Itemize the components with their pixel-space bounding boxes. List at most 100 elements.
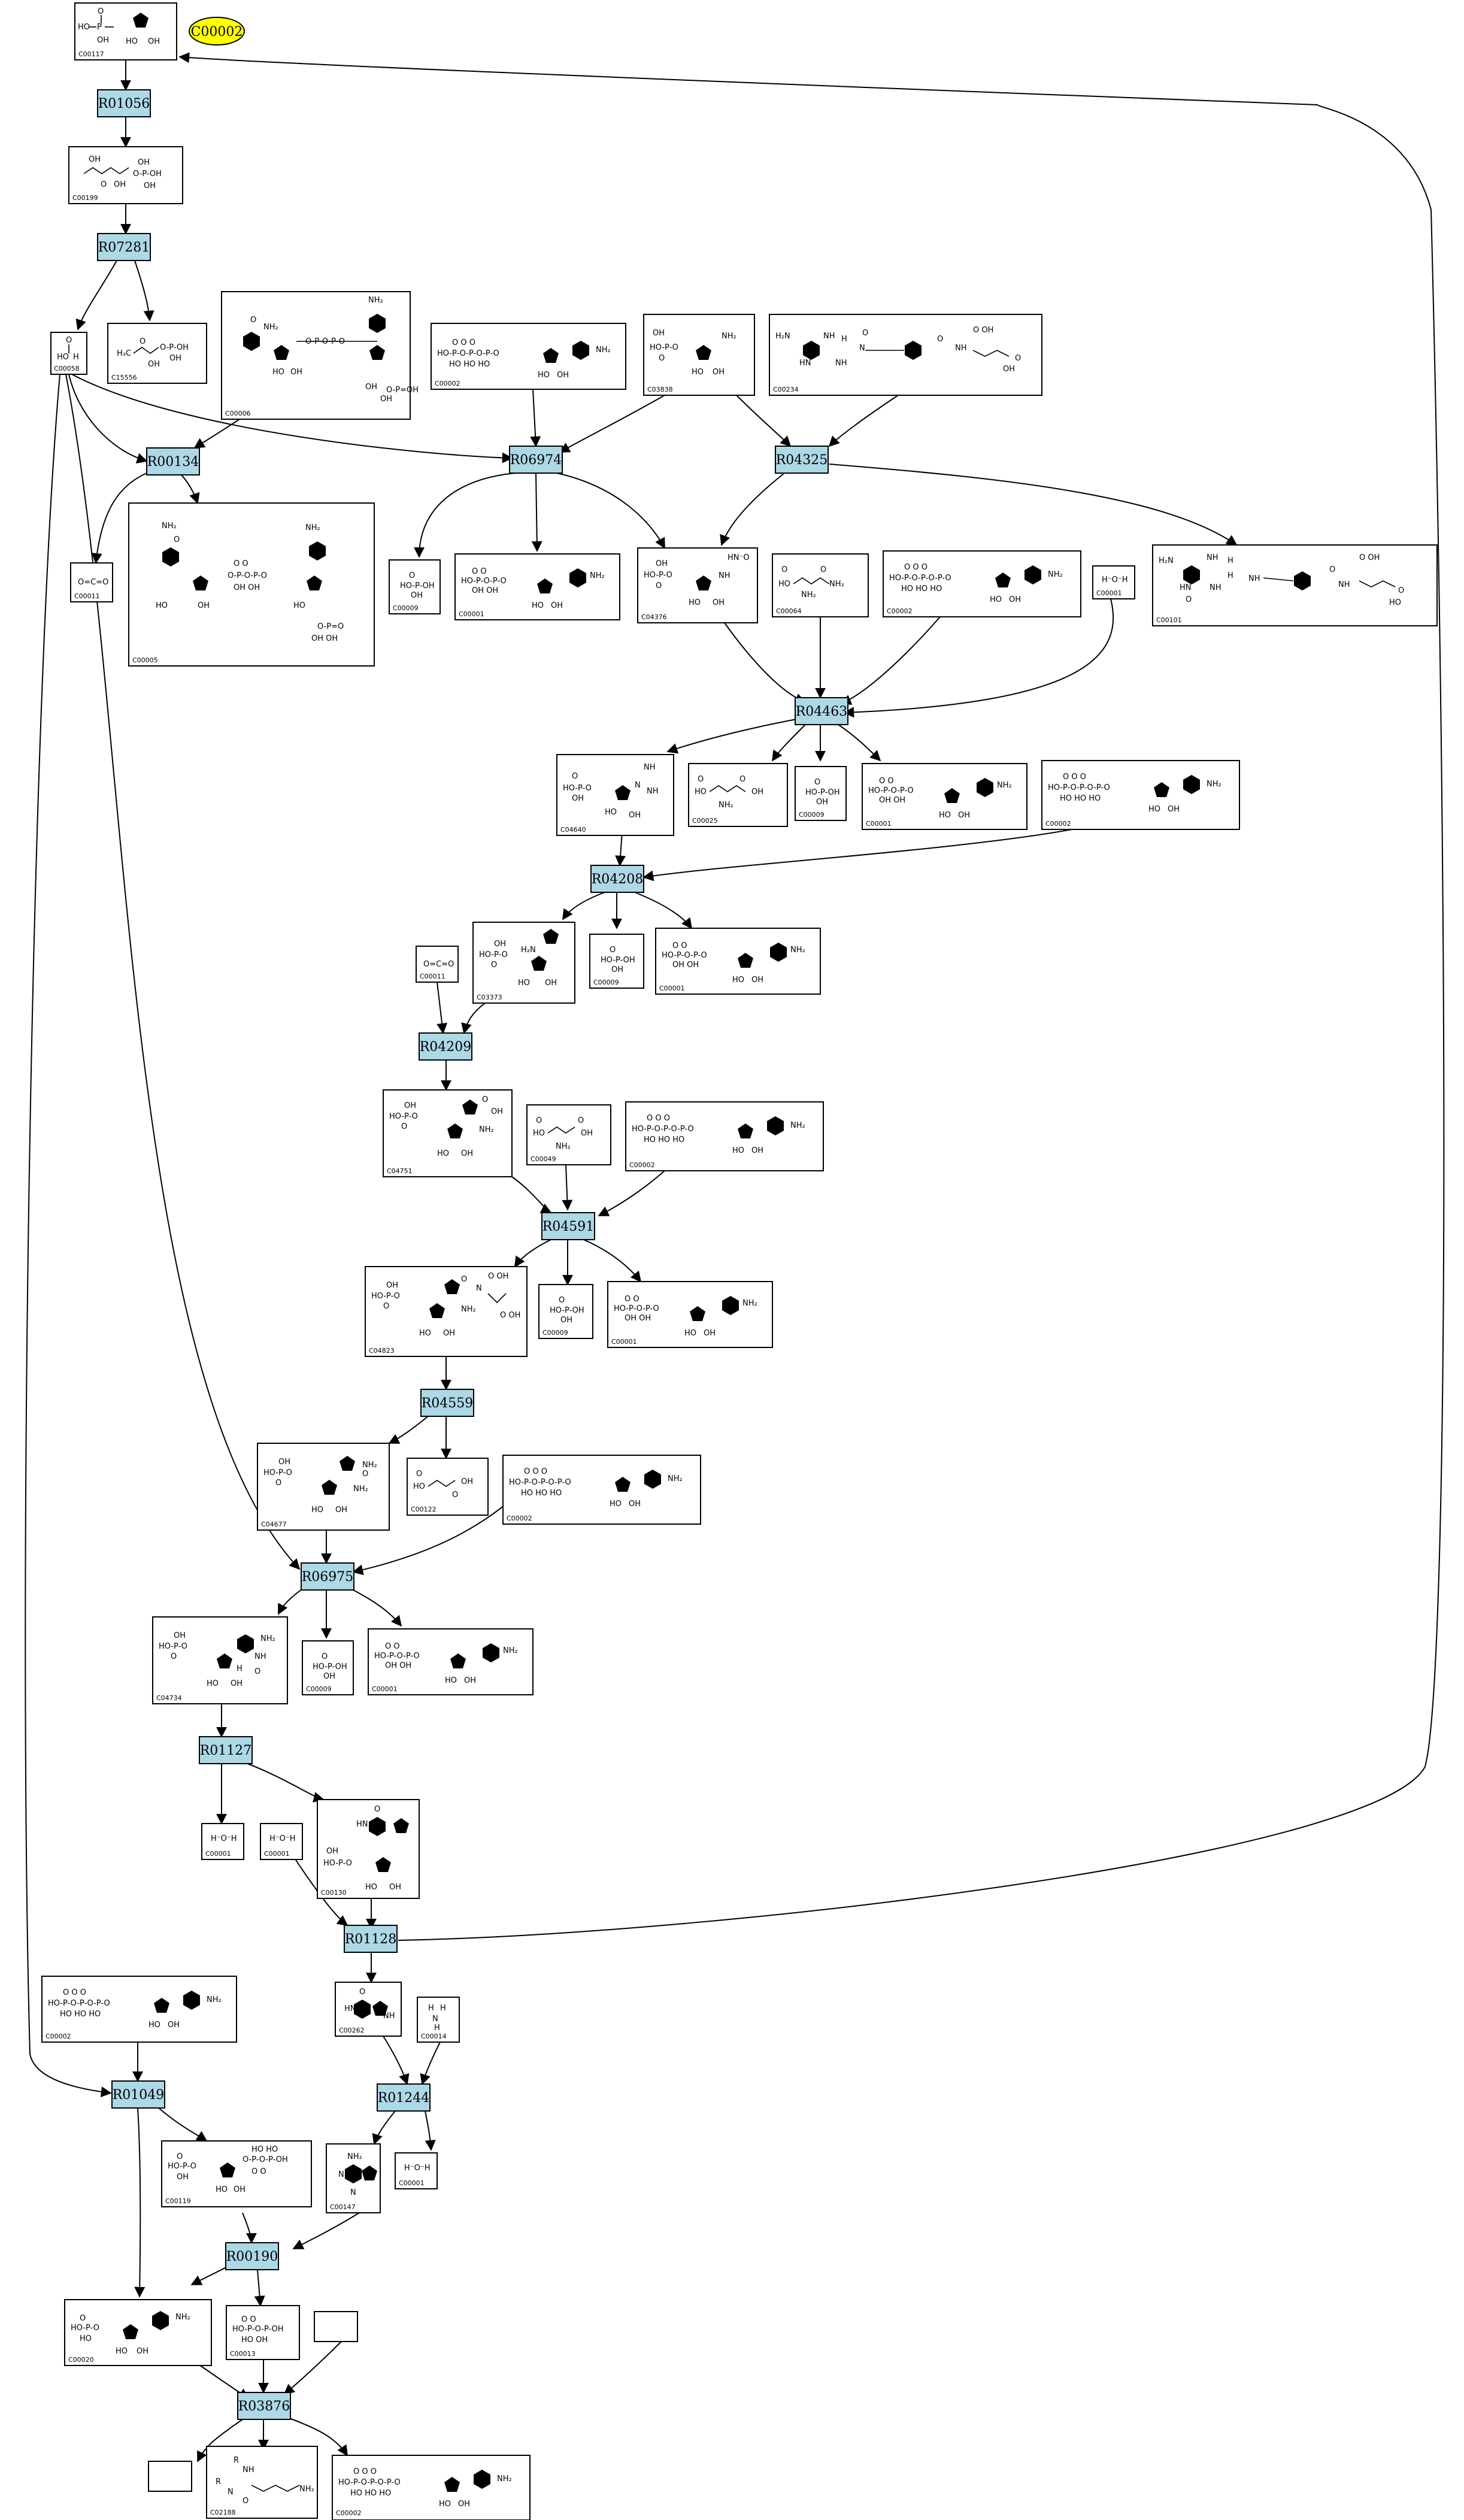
highlight-compound[interactable]: C00002	[189, 17, 245, 46]
reaction-node[interactable]: R04209	[419, 1032, 472, 1061]
reaction-node[interactable]: R04208	[590, 865, 644, 893]
svg-text:H₂N: H₂N	[521, 946, 536, 955]
edge	[843, 598, 1114, 718]
svg-text:HO: HO	[939, 811, 951, 820]
reaction-node[interactable]: R06974	[509, 446, 563, 474]
svg-text:HN: HN	[799, 359, 811, 368]
reaction-node[interactable]: R04463	[795, 697, 848, 725]
reaction-node[interactable]: R01244	[377, 2083, 431, 2112]
svg-text:HO: HO	[365, 1883, 377, 1892]
reaction-node[interactable]: R00134	[146, 447, 200, 475]
reaction-node[interactable]: R04325	[775, 446, 829, 474]
compound-box[interactable]: H⁻O⁻H C00001	[1092, 565, 1135, 599]
svg-text:H₃C: H₃C	[117, 349, 131, 358]
svg-text:O: O	[66, 336, 72, 345]
compound-box[interactable]: OHO OHO C00122	[407, 1458, 489, 1516]
svg-text:HO: HO	[518, 979, 530, 988]
reaction-node[interactable]: R01049	[111, 2080, 165, 2109]
svg-text:O-P-O-P-O: O-P-O-P-O	[305, 337, 345, 346]
reaction-node[interactable]: R01127	[199, 1736, 253, 1764]
edge	[559, 395, 665, 453]
reaction-node[interactable]: R03876	[237, 2392, 291, 2420]
compound-box[interactable]: H⁻O⁻H C00001	[260, 1823, 303, 1860]
reaction-node[interactable]: R04559	[420, 1389, 474, 1417]
svg-text:O: O	[1015, 354, 1021, 363]
svg-text:O: O	[409, 571, 415, 580]
svg-text:HO-P-O: HO-P-O	[389, 1112, 418, 1121]
reaction-node[interactable]: R01128	[344, 1925, 398, 1953]
compound-box-empty[interactable]	[148, 2461, 192, 2492]
svg-text:NH₂: NH₂	[497, 2474, 512, 2483]
reaction-node[interactable]: R06975	[301, 1562, 354, 1591]
svg-text:OH: OH	[704, 1329, 716, 1338]
compound-box[interactable]: O=C=O C00011	[70, 562, 113, 602]
reaction-node[interactable]: R07281	[97, 233, 151, 261]
svg-text:O: O	[482, 1095, 488, 1104]
compound-id: C00001	[866, 820, 892, 828]
compound-box[interactable]: H⁻O⁻H C00001	[201, 1823, 244, 1860]
compound-box[interactable]: O=C=O C00011	[416, 946, 459, 983]
svg-text:R: R	[234, 2456, 239, 2465]
reaction-node[interactable]: R04591	[541, 1212, 595, 1240]
reaction-node[interactable]: R00190	[225, 2242, 279, 2270]
svg-text:O: O	[140, 337, 146, 346]
svg-text:NH₂: NH₂	[461, 1305, 476, 1314]
svg-text:NH₂: NH₂	[260, 1634, 275, 1643]
edge	[772, 724, 806, 762]
compound-box-empty[interactable]	[314, 2311, 358, 2342]
edge	[383, 2036, 410, 2085]
reaction-node[interactable]: R01056	[97, 89, 151, 117]
reaction-label: R01128	[345, 1932, 397, 1947]
compound-box[interactable]: H⁻O⁻H C00001	[395, 2152, 438, 2189]
compound-box[interactable]: NH₂ NN C00147	[326, 2143, 381, 2213]
reaction-label: R00190	[226, 2249, 278, 2264]
svg-text:O: O	[656, 581, 662, 590]
svg-text:HO-P-O-P-O: HO-P-O-P-O	[868, 786, 914, 795]
